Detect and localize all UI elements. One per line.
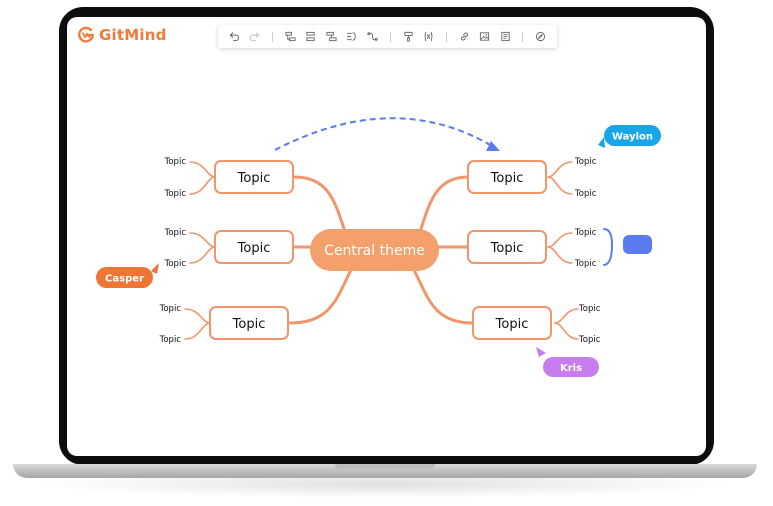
central-topic-label: Central theme	[324, 243, 425, 259]
relationship-arrowhead	[486, 141, 500, 151]
insert-parent-topic-button[interactable]	[323, 28, 340, 45]
image-icon	[480, 32, 490, 41]
main-branch-lines	[288, 175, 475, 325]
format-painter-icon	[403, 31, 413, 42]
topic-node[interactable]: Topic	[467, 230, 547, 264]
toolbar-divider	[389, 31, 391, 42]
collaborator-cursor-kris: Kris	[536, 347, 599, 377]
subtopic-label[interactable]: Topic	[578, 335, 601, 345]
compass-icon	[536, 31, 546, 42]
format-painter-button[interactable]	[400, 28, 417, 45]
subtopic-label[interactable]: Topic	[164, 259, 187, 269]
topic-node[interactable]: Topic	[214, 230, 294, 264]
subtopic-label[interactable]: Topic	[574, 189, 597, 199]
collaborator-name: Casper	[105, 274, 144, 285]
topic-label: Topic	[495, 317, 529, 332]
collaborator-tag	[543, 357, 599, 377]
collaborator-tag	[96, 267, 153, 288]
topic-label: Topic	[237, 171, 271, 186]
topic-label: Topic	[232, 317, 266, 332]
sub-branch-lines	[184, 161, 579, 340]
compass-button[interactable]	[532, 28, 549, 45]
collaborator-cursor-casper: Casper	[96, 263, 159, 288]
collaborator-name: Waylon	[612, 132, 653, 143]
insert-sibling-topic-icon	[306, 31, 315, 42]
central-topic[interactable]	[310, 229, 439, 271]
mindmap-canvas: Central theme Topic Topic Topic Topic To…	[96, 117, 661, 377]
laptop-base-notch	[335, 464, 435, 469]
summary-bracket[interactable]	[603, 228, 614, 266]
cursor-arrow-icon	[536, 347, 546, 357]
relationship-button[interactable]	[364, 28, 381, 45]
topic-label: Topic	[237, 241, 271, 256]
undo-icon	[229, 32, 239, 42]
subtopic-label[interactable]: Topic	[164, 228, 187, 238]
toolbar	[218, 25, 557, 48]
subtopic-label[interactable]: Topic	[159, 335, 182, 345]
subtopic-label[interactable]: Topic	[164, 157, 187, 167]
subtopic-label[interactable]: Topic	[164, 189, 187, 199]
subtopic-label[interactable]: Topic	[574, 157, 597, 167]
collaborator-cursor-waylon: Waylon	[598, 125, 661, 148]
undo-button[interactable]	[226, 28, 243, 45]
app-screen: GitMind	[67, 17, 706, 456]
insert-sibling-topic-button[interactable]	[303, 28, 320, 45]
subtopic-label[interactable]: Topic	[159, 304, 182, 314]
gitmind-logo[interactable]: GitMind	[77, 26, 167, 44]
formula-button[interactable]	[420, 28, 437, 45]
collaborator-tag	[604, 125, 661, 146]
link-button[interactable]	[456, 28, 473, 45]
redo-button[interactable]	[247, 28, 264, 45]
topic-node[interactable]: Topic	[467, 160, 547, 194]
relationship-line[interactable]	[274, 117, 498, 151]
summary-button[interactable]	[344, 28, 361, 45]
topic-label: Topic	[490, 241, 524, 256]
insert-child-topic-button[interactable]	[282, 28, 299, 45]
relationship-icon	[367, 32, 378, 41]
note-icon	[501, 31, 510, 42]
subtopic-label[interactable]: Topic	[574, 259, 597, 269]
topic-node[interactable]: Topic	[209, 306, 289, 340]
gitmind-logo-icon	[78, 26, 94, 43]
cursor-arrow-icon	[598, 137, 605, 148]
toolbar-divider	[445, 31, 447, 42]
subtopic-label[interactable]: Topic	[578, 304, 601, 314]
topic-label: Topic	[490, 171, 524, 186]
link-icon	[460, 32, 468, 41]
toolbar-divider	[522, 31, 524, 42]
summary-icon	[347, 32, 357, 41]
subtopic-label[interactable]: Topic	[574, 228, 597, 238]
laptop-base	[13, 464, 757, 478]
cursor-arrow-icon	[151, 263, 159, 274]
image-button[interactable]	[476, 28, 493, 45]
redo-icon	[250, 32, 260, 42]
topic-node[interactable]: Topic	[214, 160, 294, 194]
insert-child-topic-icon	[285, 31, 296, 42]
insert-parent-topic-icon	[326, 31, 337, 42]
logo-text: GitMind	[99, 26, 167, 44]
note-button[interactable]	[497, 28, 514, 45]
summary-tag[interactable]	[623, 235, 652, 254]
toolbar-divider	[272, 31, 274, 42]
formula-icon	[424, 31, 433, 42]
collaborator-name: Kris	[560, 363, 582, 374]
topic-node[interactable]: Topic	[472, 306, 552, 340]
